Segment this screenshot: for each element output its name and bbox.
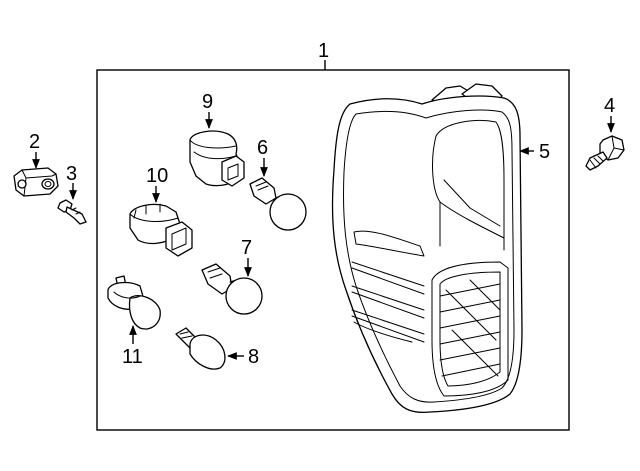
callout-11-label: 11	[122, 346, 143, 368]
part-9-socket[interactable]: 9	[189, 91, 245, 187]
callout-2-label: 2	[29, 131, 40, 153]
part-4-bolt[interactable]: 4	[585, 95, 625, 171]
part-7-bulb[interactable]: 7	[201, 237, 263, 315]
assembly-frame	[96, 69, 570, 431]
part-6-bulb[interactable]: 6	[249, 137, 307, 231]
callout-9-label: 9	[202, 91, 213, 113]
callout-4-label: 4	[604, 95, 615, 117]
part-11-bulb[interactable]: 11	[107, 275, 161, 368]
callout-1[interactable]: 1	[318, 40, 329, 70]
callout-3-label: 3	[66, 163, 77, 185]
callout-10-label: 10	[146, 165, 168, 187]
callout-7-label: 7	[241, 237, 252, 259]
part-8-bulb[interactable]: 8	[175, 327, 259, 370]
callout-5-label: 5	[539, 141, 550, 163]
part-3-clip[interactable]: 3	[57, 163, 87, 225]
callout-6-label: 6	[257, 137, 268, 159]
part-5-tail-lamp[interactable]: 5	[331, 83, 551, 414]
part-10-socket[interactable]: 10	[129, 165, 193, 257]
callout-1-label: 1	[318, 40, 329, 62]
part-2-bracket[interactable]: 2	[13, 131, 59, 197]
callout-8-label: 8	[248, 346, 259, 368]
